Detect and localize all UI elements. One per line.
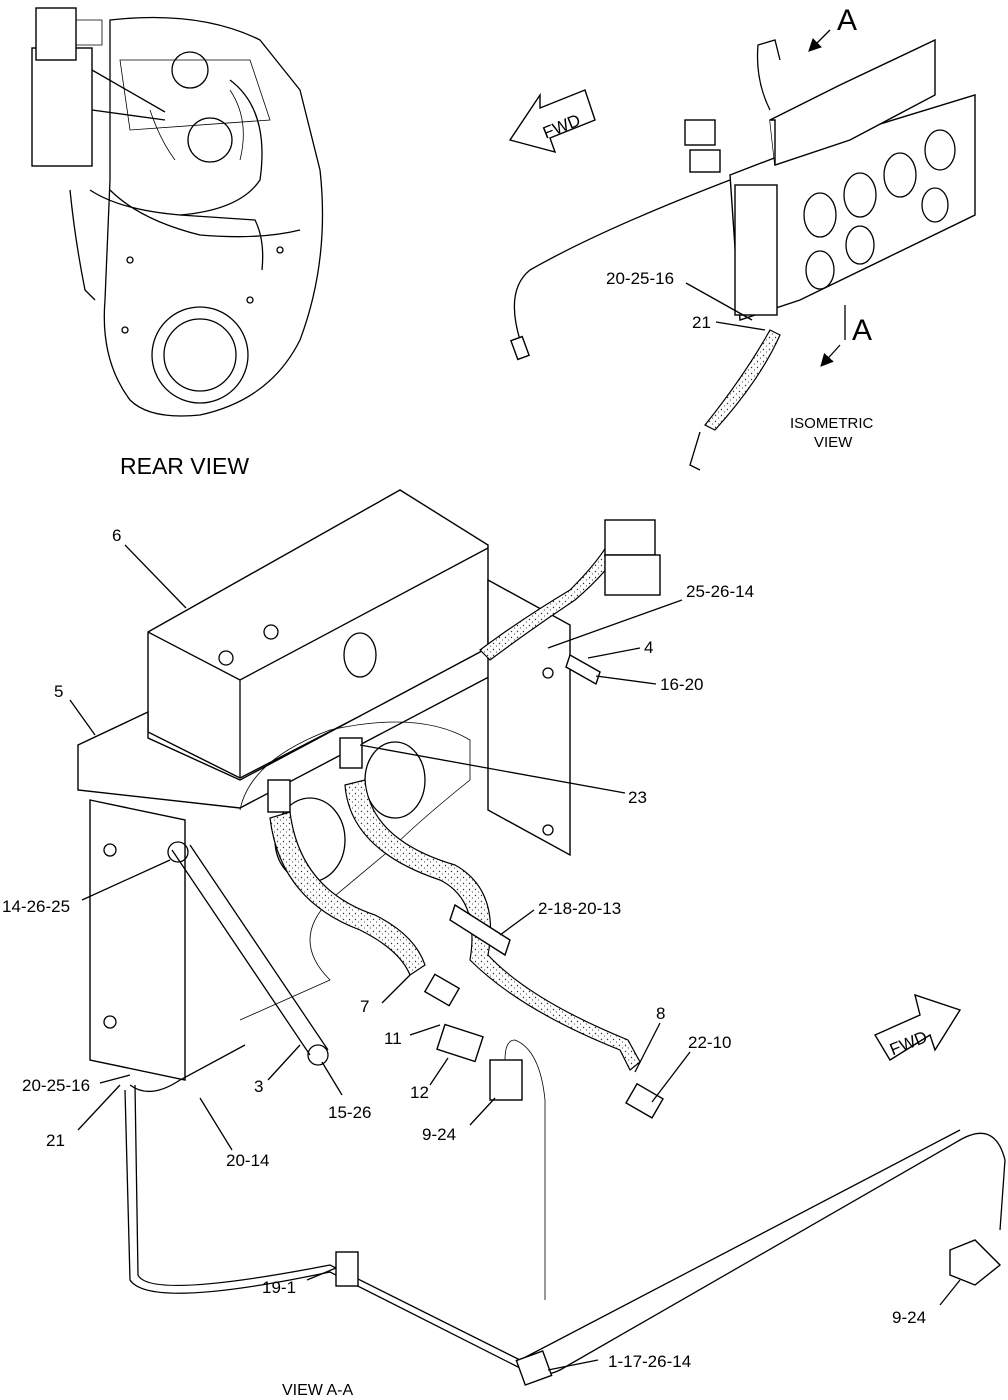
callout-21-top: 21	[692, 313, 711, 332]
callout-20-25-16-top: 20-25-16	[606, 269, 674, 288]
section-letter-bottom: A	[852, 314, 872, 347]
callout-8: 8	[656, 1004, 665, 1023]
callout-5: 5	[54, 682, 63, 701]
callout-labels: 20-25-16 21 6 25-26-14 4 16-20 5 23 14-2…	[2, 269, 926, 1371]
rear-view-title: REAR VIEW	[120, 453, 249, 479]
isometric-title-line1: ISOMETRIC	[790, 415, 874, 432]
callout-20-25-16-bottom: 20-25-16	[22, 1076, 90, 1095]
callout-25-26-14: 25-26-14	[686, 582, 754, 601]
callout-12: 12	[410, 1083, 429, 1102]
callout-23: 23	[628, 788, 647, 807]
callout-16-20: 16-20	[660, 675, 703, 694]
callout-2-18-20-13: 2-18-20-13	[538, 899, 621, 918]
callout-15-26: 15-26	[328, 1103, 371, 1122]
fwd-arrow-bottom: FWD	[873, 993, 962, 1061]
callout-19-1: 19-1	[262, 1278, 296, 1297]
callout-22-10: 22-10	[688, 1033, 731, 1052]
view-aa-drawing	[77, 489, 1006, 1386]
rear-view-drawing	[31, 7, 324, 417]
isometric-title-line2: VIEW	[814, 434, 853, 451]
callout-11: 11	[384, 1029, 402, 1048]
callout-3: 3	[254, 1077, 263, 1096]
callout-7: 7	[360, 997, 369, 1016]
callout-1-17-26-14: 1-17-26-14	[608, 1352, 691, 1371]
callout-lines	[69, 282, 961, 1371]
isometric-view-drawing	[510, 38, 976, 471]
section-arrow-bottom	[820, 344, 841, 367]
fwd-arrow-top: FWD	[508, 89, 596, 154]
callout-9-24-lower: 9-24	[422, 1125, 456, 1144]
callout-4: 4	[644, 638, 653, 657]
callout-21-bottom: 21	[46, 1131, 65, 1150]
callout-9-24-right: 9-24	[892, 1308, 926, 1327]
callout-20-14: 20-14	[226, 1151, 269, 1170]
callout-6: 6	[112, 526, 121, 545]
callout-14-26-25: 14-26-25	[2, 897, 70, 916]
section-arrow-top	[808, 29, 831, 52]
view-aa-title: VIEW A-A	[282, 1382, 353, 1399]
section-letter-top: A	[837, 4, 857, 37]
